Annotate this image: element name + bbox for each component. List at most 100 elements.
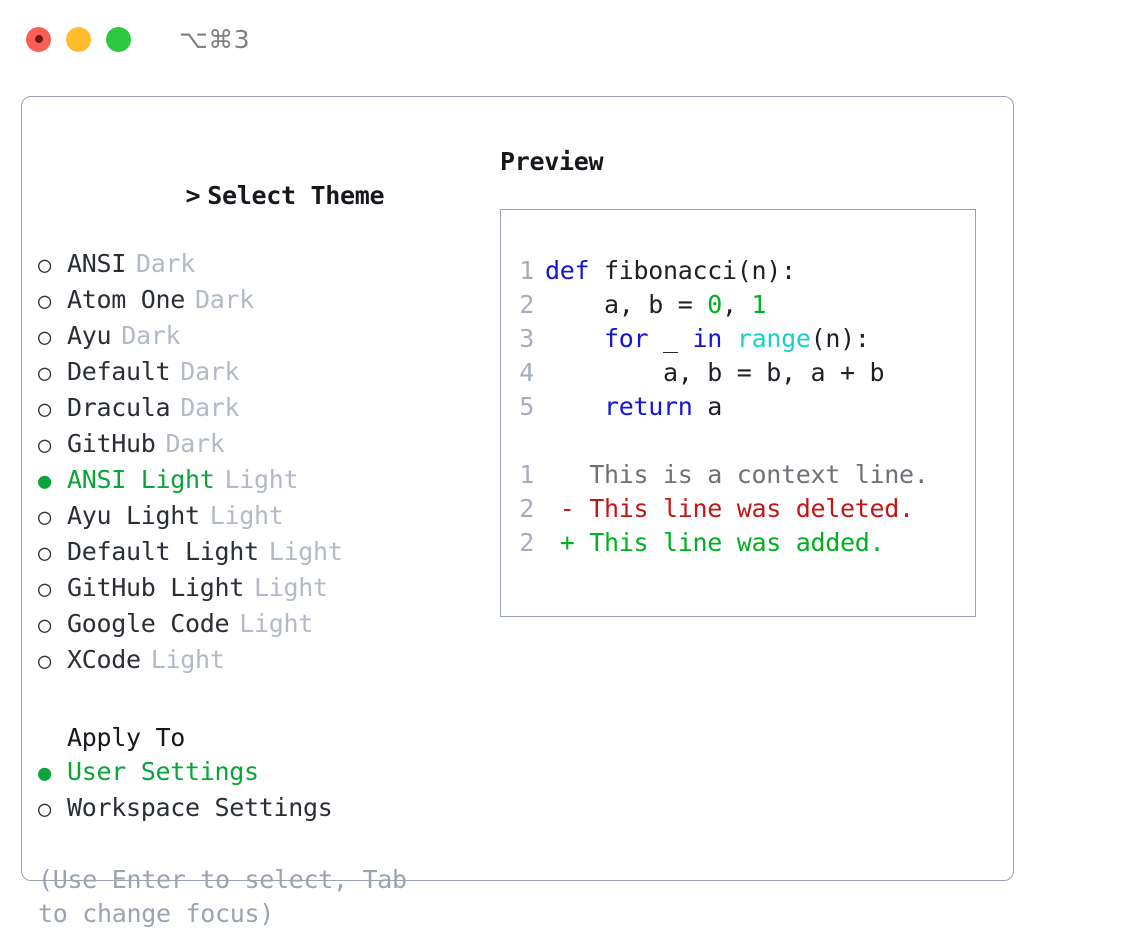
token-fn: range bbox=[736, 324, 811, 353]
theme-item-1[interactable]: ○ Atom One Dark bbox=[38, 283, 498, 319]
theme-item-label: GitHub Light bbox=[67, 573, 245, 602]
token-num: 0 bbox=[707, 290, 723, 319]
theme-variant-badge: Dark bbox=[121, 321, 181, 350]
radio-unselected-icon: ○ bbox=[38, 577, 51, 602]
diff-text-del: - This line was deleted. bbox=[545, 494, 914, 523]
theme-item-label: Default Light bbox=[67, 537, 259, 566]
code-text: return a bbox=[545, 390, 722, 424]
line-number: 1 bbox=[519, 256, 534, 285]
window-controls bbox=[26, 26, 131, 52]
theme-variant-badge: Dark bbox=[180, 357, 240, 386]
maximize-button[interactable] bbox=[106, 26, 131, 52]
theme-item-label: XCode bbox=[67, 645, 141, 674]
radio-unselected-icon: ○ bbox=[38, 289, 51, 314]
line-number: 1 bbox=[519, 460, 534, 489]
code-diff-gap bbox=[501, 424, 975, 458]
window-shortcut-label: ⌥⌘3 bbox=[179, 24, 251, 54]
theme-variant-badge: Light bbox=[254, 573, 328, 602]
code-text: for _ in range(n): bbox=[545, 322, 870, 356]
radio-selected-icon: ● bbox=[38, 761, 51, 786]
token-plain: , bbox=[722, 290, 752, 319]
radio-selected-icon: ● bbox=[38, 469, 51, 494]
theme-variant-badge: Dark bbox=[195, 285, 255, 314]
radio-unselected-icon: ○ bbox=[38, 541, 51, 566]
apply-to-item-label: Workspace Settings bbox=[67, 793, 333, 822]
radio-unselected-icon: ○ bbox=[38, 797, 51, 822]
token-kw: in bbox=[692, 324, 723, 353]
theme-item-label: Default bbox=[67, 357, 171, 386]
diff-line: 1 This is a context line. bbox=[501, 458, 975, 492]
line-number: 2 bbox=[519, 528, 534, 557]
token-kw: for bbox=[604, 324, 649, 353]
radio-unselected-icon: ○ bbox=[38, 613, 51, 638]
theme-item-0[interactable]: ○ ANSI Dark bbox=[38, 247, 498, 283]
diff-text-add: + This line was added. bbox=[545, 528, 885, 557]
radio-unselected-icon: ○ bbox=[38, 253, 51, 278]
close-button[interactable] bbox=[26, 26, 51, 52]
theme-variant-badge: Light bbox=[224, 465, 299, 494]
section-gap bbox=[38, 679, 498, 721]
code-line: 3 for _ in range(n): bbox=[501, 322, 975, 356]
theme-picker-heading: >Select Theme bbox=[38, 145, 498, 247]
token-plain: _ bbox=[648, 324, 693, 353]
theme-variant-badge: Dark bbox=[180, 393, 240, 422]
code-line: 2 a, b = 0, 1 bbox=[501, 288, 975, 322]
minimize-button[interactable] bbox=[66, 26, 91, 52]
token-plain bbox=[545, 392, 604, 421]
theme-item-label: Ayu bbox=[67, 321, 112, 350]
radio-unselected-icon: ○ bbox=[38, 325, 51, 350]
apply-to-item-1[interactable]: ○ Workspace Settings bbox=[38, 791, 498, 827]
line-number: 2 bbox=[519, 290, 534, 319]
radio-unselected-icon: ○ bbox=[38, 433, 51, 458]
token-plain: a, b = bbox=[545, 290, 708, 319]
theme-item-2[interactable]: ○ Ayu Dark bbox=[38, 319, 498, 355]
apply-to-item-0[interactable]: ● User Settings bbox=[38, 755, 498, 791]
line-number: 4 bbox=[519, 358, 534, 387]
theme-item-9[interactable]: ○ GitHub Light Light bbox=[38, 571, 498, 607]
theme-item-label: Atom One bbox=[67, 285, 186, 314]
token-plain bbox=[545, 324, 604, 353]
token-kw: def bbox=[545, 256, 590, 285]
page-title: Select Theme bbox=[207, 181, 385, 210]
apply-to-list: ● User Settings ○ Workspace Settings bbox=[38, 755, 498, 827]
diff-text-ctx: This is a context line. bbox=[545, 460, 929, 489]
token-plain: (n): bbox=[810, 324, 870, 353]
diff-sample: 1 This is a context line. 2 - This line w… bbox=[501, 458, 975, 560]
diff-line: 2 + This line was added. bbox=[501, 526, 975, 560]
code-text: a, b = b, a + b bbox=[545, 356, 885, 390]
apply-to-heading: Apply To bbox=[67, 723, 186, 752]
theme-variant-badge: Dark bbox=[165, 429, 225, 458]
line-number: 3 bbox=[519, 324, 534, 353]
token-num: 1 bbox=[751, 290, 767, 319]
radio-unselected-icon: ○ bbox=[38, 397, 51, 422]
theme-item-label: ANSI bbox=[67, 249, 127, 278]
code-line: 4 a, b = b, a + b bbox=[501, 356, 975, 390]
token-plain: a, b = b, a + b bbox=[545, 358, 885, 387]
apply-to-item-label: User Settings bbox=[67, 757, 259, 786]
theme-item-5[interactable]: ○ GitHub Dark bbox=[38, 427, 498, 463]
token-plain bbox=[722, 324, 737, 353]
radio-unselected-icon: ○ bbox=[38, 505, 51, 530]
theme-item-label: GitHub bbox=[67, 429, 156, 458]
token-kw: return bbox=[604, 392, 693, 421]
preview-heading: Preview bbox=[500, 147, 604, 176]
theme-variant-badge: Dark bbox=[136, 249, 196, 278]
theme-variant-badge: Light bbox=[209, 501, 284, 530]
theme-variant-badge: Light bbox=[239, 609, 314, 638]
caret-icon: > bbox=[185, 181, 201, 210]
title-bar: ⌥⌘3 bbox=[0, 0, 1140, 78]
